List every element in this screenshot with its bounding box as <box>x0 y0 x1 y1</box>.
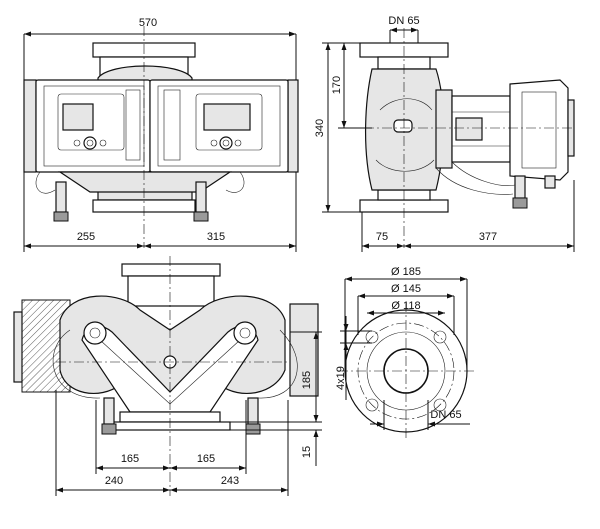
dim-flange-d1: Ø 185 <box>391 266 421 278</box>
dim-front-total: 570 <box>139 17 157 29</box>
dim-165-165: 165 165 <box>95 400 247 474</box>
dim-side-total: 340 <box>314 119 326 137</box>
dim-bottom-overall-left: 240 <box>105 475 123 487</box>
front-view <box>23 26 299 248</box>
dim-340-170: 340 170 <box>314 42 372 213</box>
dim-dn65-top: DN 65 <box>388 15 420 43</box>
dim-flange-holes: 4x19 <box>335 366 347 390</box>
dim-570: 570 <box>23 17 297 80</box>
dim-bottom-axis: 185 <box>301 371 313 389</box>
flange-dims: Ø 185 Ø 145 Ø 118 4x19 DN 65 <box>335 266 470 430</box>
dim-75-377: 75 377 <box>361 180 575 252</box>
dim-bottom-overall-right: 243 <box>221 475 239 487</box>
dim-flange-d2: Ø 145 <box>391 283 421 295</box>
dim-255-315: 255 315 <box>23 172 297 252</box>
dim-front-right: 315 <box>207 231 225 243</box>
bottom-view <box>13 256 319 496</box>
dim-bottom-half-right: 165 <box>197 453 215 465</box>
dim-185-15: 185 15 <box>230 331 322 466</box>
side-view <box>346 28 575 248</box>
dim-side-right: 377 <box>479 231 497 243</box>
dim-bottom-foot: 15 <box>301 446 313 458</box>
dim-side-dn: DN 65 <box>388 15 419 27</box>
dim-front-left: 255 <box>77 231 95 243</box>
dim-flange-dn: DN 65 <box>430 409 461 421</box>
dim-flange-d3: Ø 118 <box>391 300 420 312</box>
dim-bottom-half-left: 165 <box>121 453 139 465</box>
dim-240-243: 240 243 <box>55 390 289 496</box>
dim-side-left: 75 <box>376 231 388 243</box>
dim-side-upper: 170 <box>331 76 343 94</box>
